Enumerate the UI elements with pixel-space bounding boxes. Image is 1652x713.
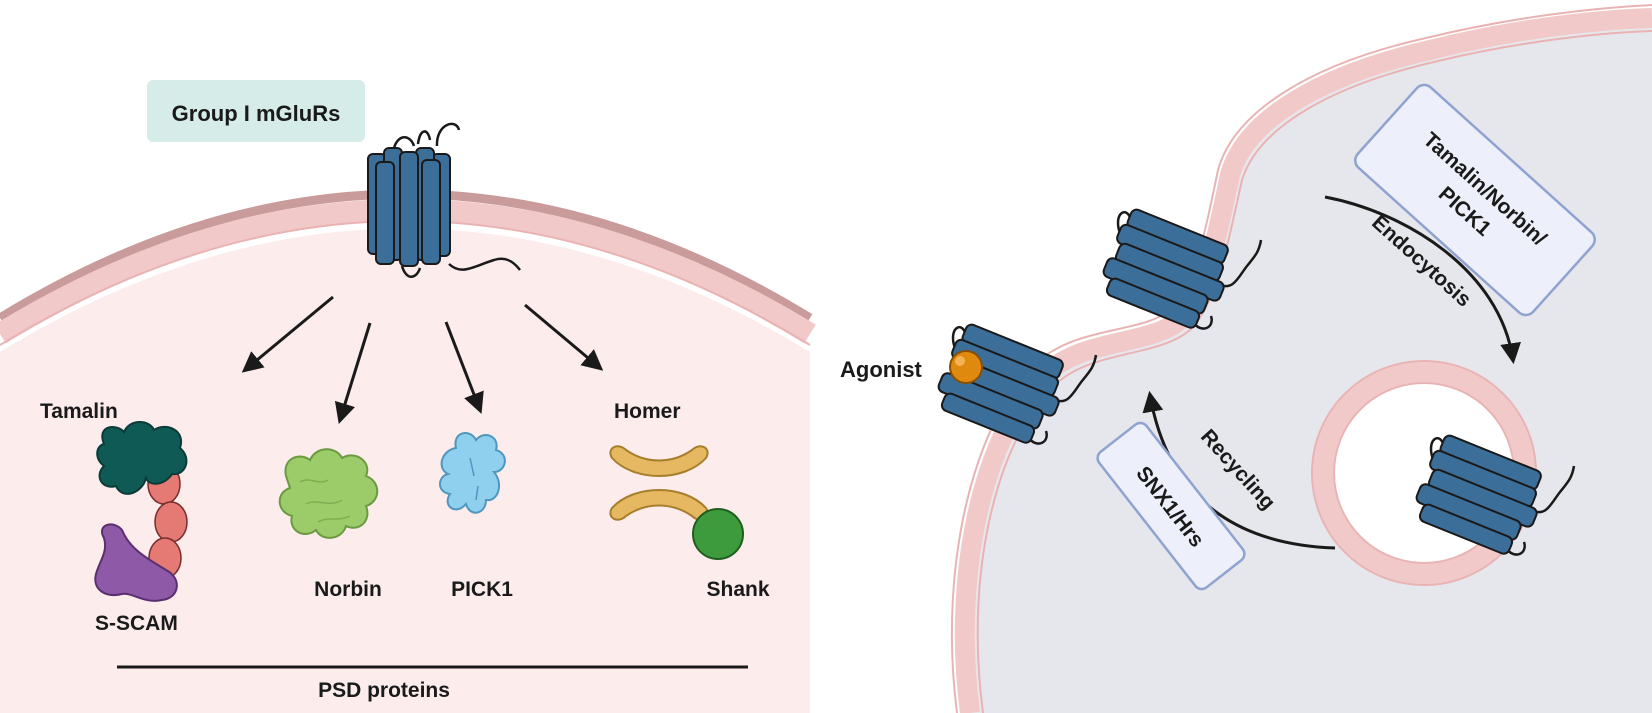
right-panel: Agonist Endocytosis Tamalin/Norbin/ PICK… <box>840 4 1652 713</box>
agonist-label: Agonist <box>840 357 923 382</box>
norbin-label: Norbin <box>314 578 382 601</box>
norbin-texture <box>299 479 351 523</box>
tamalin-shape <box>96 421 188 495</box>
homer-label: Homer <box>614 400 681 423</box>
pick1-label: PICK1 <box>451 578 513 601</box>
agonist-ball <box>949 350 983 384</box>
endocytosis-arrow <box>1324 195 1521 365</box>
recycling-proteins-box: SNX1/Hrs <box>1096 421 1246 591</box>
recycling-arrow <box>1142 390 1336 550</box>
psd-proteins-label: PSD proteins <box>318 679 450 702</box>
shank-label: Shank <box>706 578 769 601</box>
left-panel: Group I mGluRs Tamalin S-SCAM Norbin PIC… <box>0 80 816 713</box>
receptor-label: Group I mGluRs <box>172 101 341 126</box>
homer-shape <box>609 445 709 521</box>
arrow-to-tamalin <box>241 295 334 373</box>
shank-shape <box>692 508 744 560</box>
pick1-shape <box>439 432 506 514</box>
arrow-to-pick1 <box>444 321 484 414</box>
receptor-label-box <box>147 80 365 142</box>
left-cytoplasm <box>0 228 810 713</box>
norbin-shape <box>278 448 379 539</box>
sscam-shape <box>94 523 178 602</box>
sscam-label: S-SCAM <box>95 612 178 635</box>
arrow-to-homer <box>524 303 604 371</box>
arrow-to-norbin <box>334 322 372 425</box>
tamalin-label: Tamalin <box>40 400 118 423</box>
